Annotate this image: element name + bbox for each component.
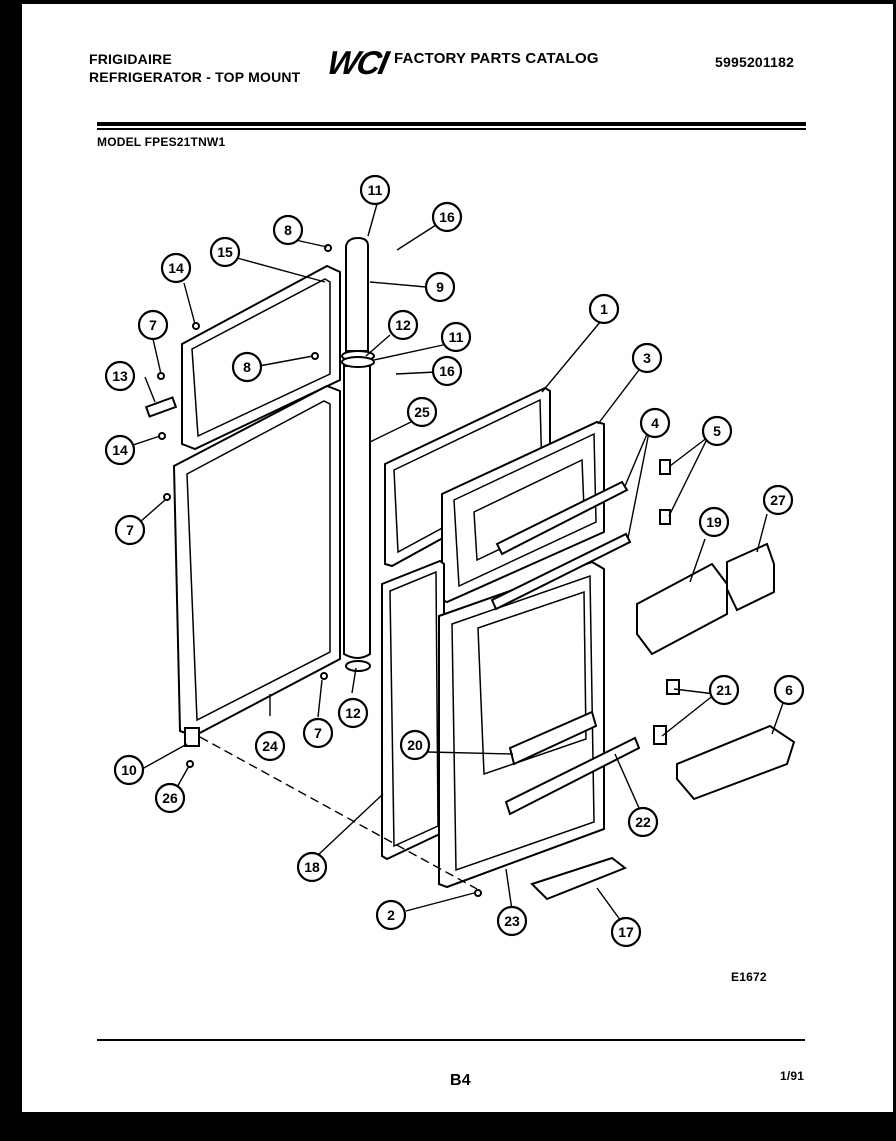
callout-6: 6 — [773, 674, 805, 706]
callout-14-top: 14 — [160, 252, 192, 284]
svg-text:27: 27 — [770, 492, 786, 508]
callout-21: 21 — [708, 674, 740, 706]
callout-8-mid: 8 — [231, 351, 263, 383]
door-shelves — [490, 480, 641, 816]
svg-text:7: 7 — [149, 317, 157, 333]
callout-1: 1 — [588, 293, 620, 325]
callout-17: 17 — [610, 916, 642, 948]
door-bins — [530, 542, 796, 901]
svg-text:15: 15 — [217, 244, 233, 260]
callout-2: 2 — [375, 899, 407, 931]
callout-18: 18 — [296, 851, 328, 883]
diagram-code: E1672 — [731, 970, 767, 984]
svg-text:16: 16 — [439, 209, 455, 225]
svg-text:7: 7 — [314, 725, 322, 741]
callout-7-bottom: 7 — [302, 717, 334, 749]
fresh-food-door-gasket — [381, 559, 445, 861]
callout-22: 22 — [627, 806, 659, 838]
svg-text:3: 3 — [643, 350, 651, 366]
svg-text:23: 23 — [504, 913, 520, 929]
callout-8-top: 8 — [272, 214, 304, 246]
product-type: REFRIGERATOR - TOP MOUNT — [89, 69, 301, 85]
small-hardware — [144, 244, 680, 897]
svg-text:21: 21 — [716, 682, 732, 698]
callout-14-mid: 14 — [104, 434, 136, 466]
svg-text:26: 26 — [162, 790, 178, 806]
svg-text:2: 2 — [387, 907, 395, 923]
svg-text:11: 11 — [449, 329, 464, 345]
callout-12-bottom: 12 — [337, 697, 369, 729]
callout-12-top: 12 — [387, 309, 419, 341]
brand-name: FRIGIDAIRE — [89, 51, 172, 67]
svg-text:16: 16 — [439, 363, 455, 379]
callout-11-top: 11 — [359, 174, 391, 206]
callout-23: 23 — [496, 905, 528, 937]
callout-10: 10 — [113, 754, 145, 786]
svg-text:4: 4 — [651, 415, 659, 431]
svg-text:12: 12 — [345, 705, 361, 721]
callout-16-top: 16 — [431, 201, 463, 233]
callout-7-mid: 7 — [114, 514, 146, 546]
callout-7-top: 7 — [137, 309, 169, 341]
callout-13: 13 — [104, 360, 136, 392]
assembly-line — [199, 736, 478, 890]
catalog-page: FRIGIDAIRE REFRIGERATOR - TOP MOUNT WCI … — [22, 4, 893, 1112]
callout-9: 9 — [424, 271, 456, 303]
callout-3: 3 — [631, 342, 663, 374]
svg-text:8: 8 — [243, 359, 251, 375]
fresh-food-inner-door-liner — [438, 560, 605, 889]
callout-25: 25 — [406, 396, 438, 428]
callout-11-mid: 11 — [440, 321, 472, 353]
svg-text:18: 18 — [304, 859, 320, 875]
svg-text:12: 12 — [395, 317, 411, 333]
callout-26: 26 — [154, 782, 186, 814]
svg-text:9: 9 — [436, 279, 444, 295]
svg-text:1: 1 — [600, 301, 608, 317]
svg-text:11: 11 — [368, 182, 383, 198]
svg-text:25: 25 — [414, 404, 430, 420]
revision-date: 1/91 — [780, 1069, 805, 1083]
door-handle — [341, 236, 375, 672]
callout-5: 5 — [701, 415, 733, 447]
svg-text:24: 24 — [262, 738, 278, 754]
header-rule-thin — [97, 128, 806, 130]
svg-text:19: 19 — [706, 514, 722, 530]
svg-text:10: 10 — [121, 762, 137, 778]
svg-text:8: 8 — [284, 222, 292, 238]
svg-text:14: 14 — [112, 442, 128, 458]
freezer-door-panel — [181, 264, 341, 451]
callout-27: 27 — [762, 484, 794, 516]
svg-text:14: 14 — [168, 260, 184, 276]
catalog-title: FACTORY PARTS CATALOG — [394, 50, 599, 67]
fresh-food-door-panel — [172, 384, 341, 747]
callout-15: 15 — [209, 236, 241, 268]
svg-text:17: 17 — [618, 924, 634, 940]
svg-text:20: 20 — [407, 737, 423, 753]
callout-19: 19 — [698, 506, 730, 538]
callout-16-mid: 16 — [431, 355, 463, 387]
callout-4: 4 — [639, 407, 671, 439]
svg-text:22: 22 — [635, 814, 651, 830]
svg-text:13: 13 — [112, 368, 128, 384]
svg-text:6: 6 — [785, 682, 793, 698]
header-rule-thick — [97, 122, 806, 126]
exploded-parts-diagram: 11 16 8 15 14 9 1 7 12 11 3 8 16 13 25 4… — [104, 174, 805, 948]
model-number: MODEL FPES21TNW1 — [97, 135, 226, 149]
catalog-number: 5995201182 — [715, 54, 795, 70]
left-margin-strip — [0, 0, 22, 1141]
svg-text:5: 5 — [713, 423, 721, 439]
page-number: B4 — [450, 1072, 471, 1089]
callout-20: 20 — [399, 729, 431, 761]
footer-rule — [97, 1039, 805, 1041]
callout-24: 24 — [254, 730, 286, 762]
svg-text:7: 7 — [126, 522, 134, 538]
